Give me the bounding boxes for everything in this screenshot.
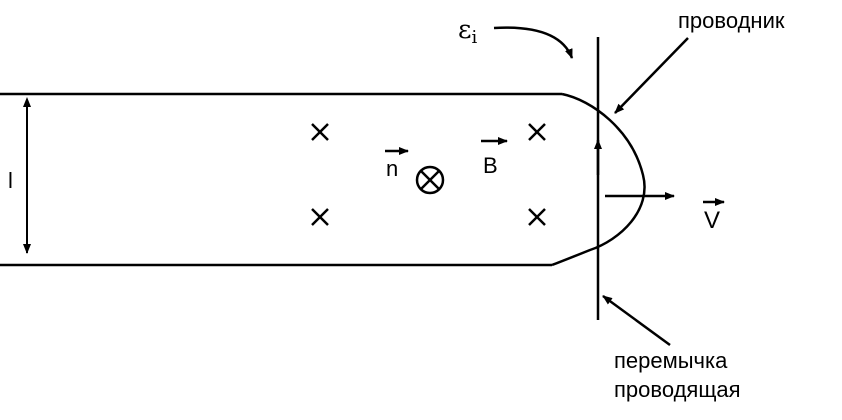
emf-label: εi — [458, 15, 477, 48]
cross-mark-icon — [528, 208, 546, 226]
cross-mark-icon — [311, 123, 329, 141]
field-label: B — [483, 153, 498, 178]
cross-mark-icon — [311, 208, 329, 226]
length-label: l — [8, 168, 13, 193]
jumper-label-line1: перемычка — [614, 348, 728, 373]
cross-mark-icon — [528, 123, 546, 141]
circled-cross-icon — [415, 165, 445, 195]
conductor-pointer-arrow — [614, 37, 689, 114]
velocity-label: V — [704, 207, 720, 234]
emf-symbol: ε — [458, 15, 471, 45]
conductor-label: проводник — [678, 8, 785, 33]
conductor-curve — [551, 92, 646, 267]
emf-pointer-arrow — [493, 26, 574, 59]
normal-label: n — [386, 156, 398, 181]
jumper-label-line2: проводящая — [614, 377, 741, 402]
jumper-pointer-arrow — [602, 294, 671, 347]
emf-subscript: i — [471, 27, 477, 48]
